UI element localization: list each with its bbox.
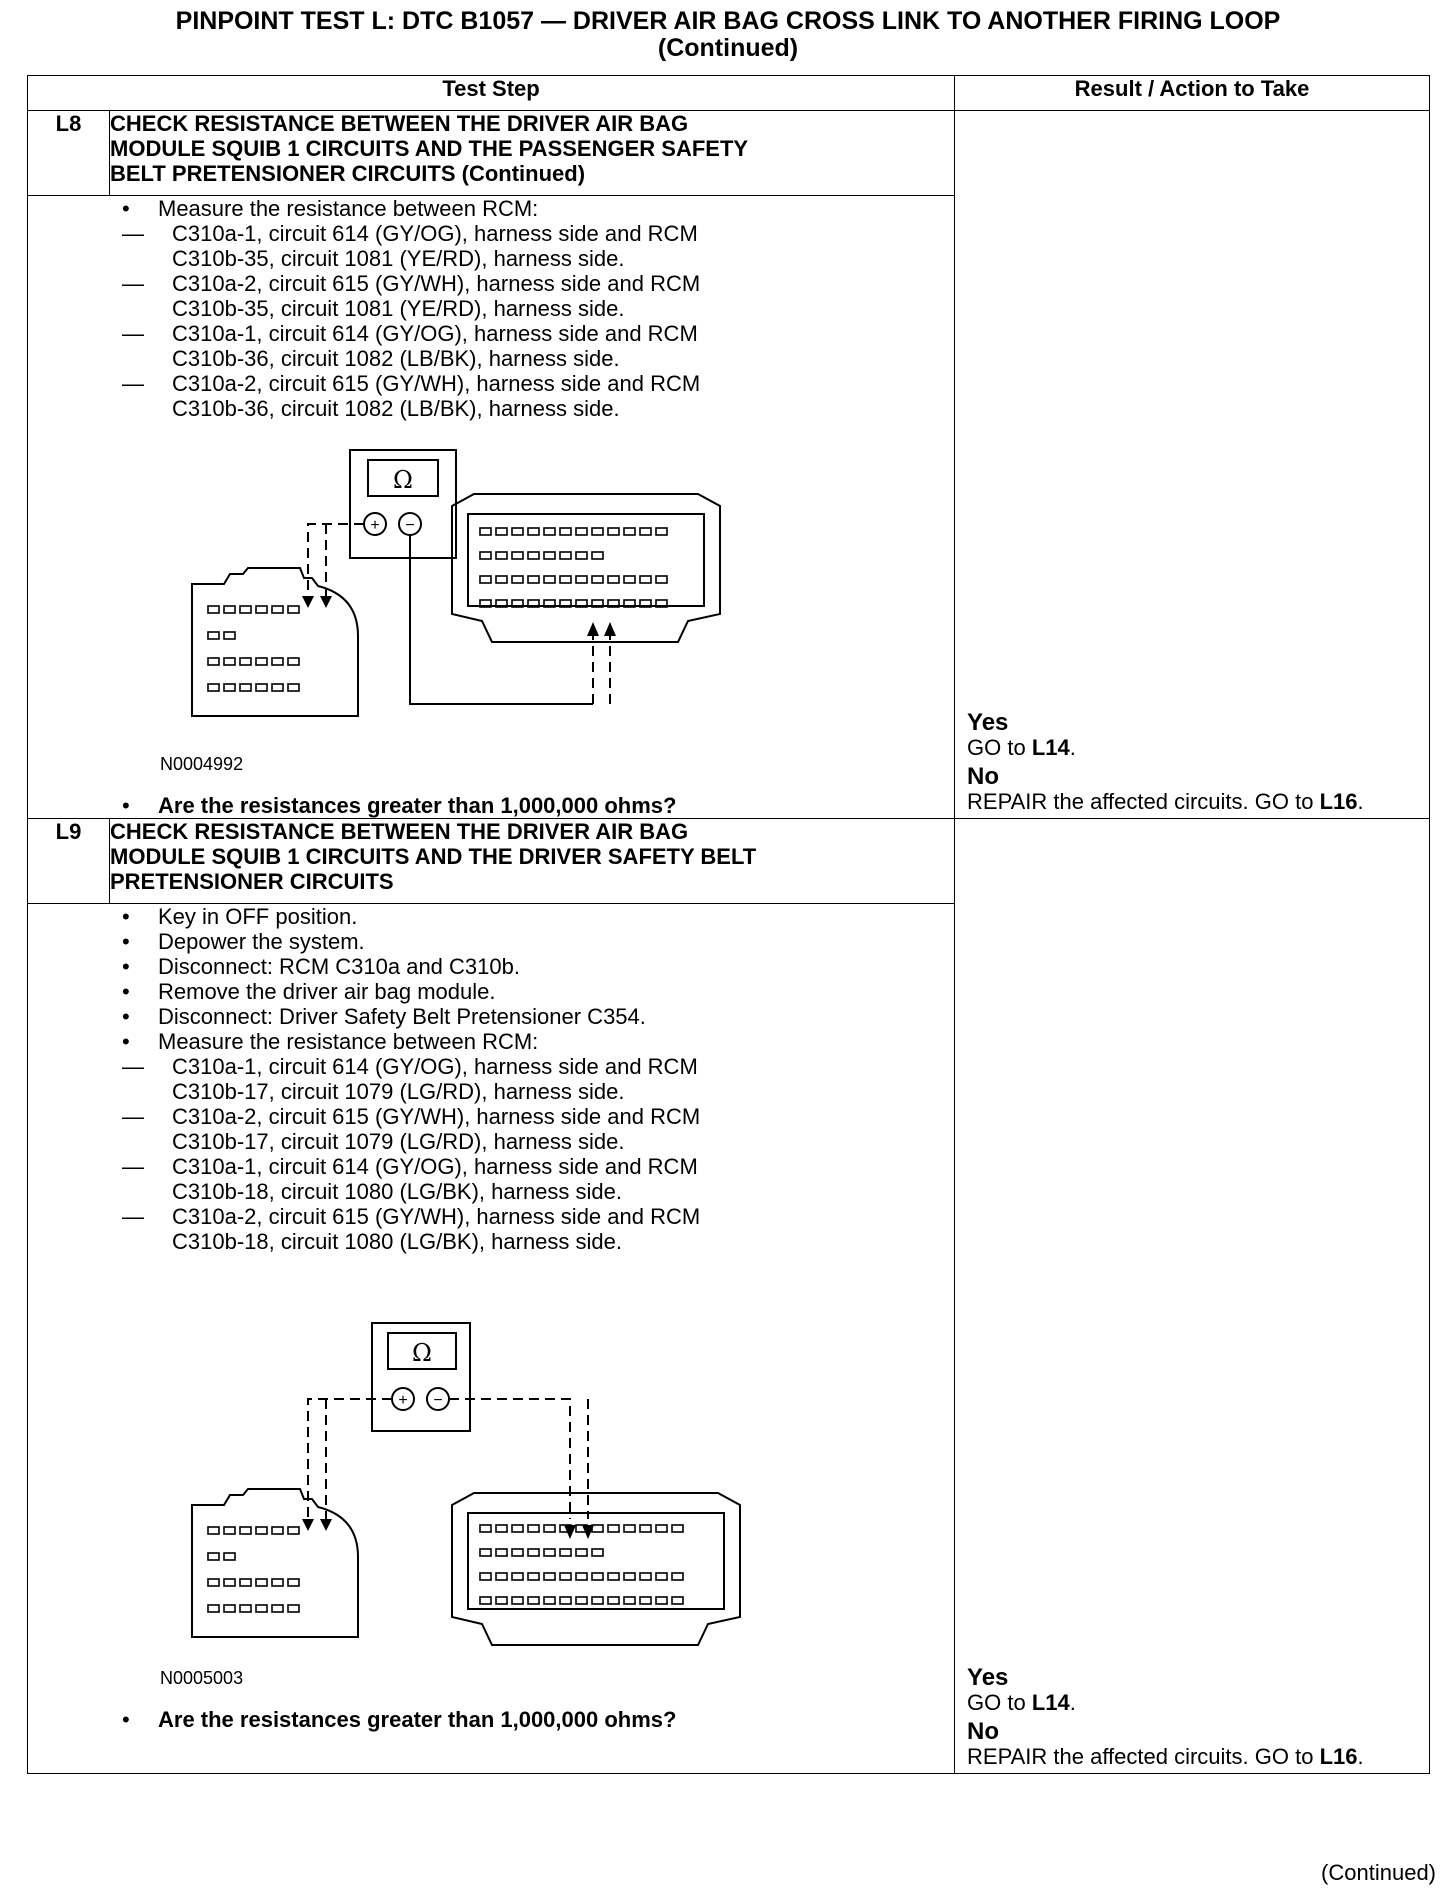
- step-title-l8: CHECK RESISTANCE BETWEEN THE DRIVER AIR …: [108, 110, 956, 196]
- no-label: No: [967, 1718, 1000, 1745]
- figure-id-l8: N0004992: [160, 754, 244, 774]
- no-action: REPAIR the affected circuits. GO to L16.: [967, 1744, 1364, 1769]
- instruction-item: •Key in OFF position.: [122, 904, 358, 929]
- step-body-l9: •Key in OFF position. •Depower the syste…: [26, 903, 956, 1774]
- question-list: •Are the resistances greater than 1,000,…: [122, 793, 954, 818]
- instruction-item: •Measure the resistance between RCM: —C3…: [122, 1029, 954, 1254]
- figure-id-l9: N0005003: [160, 1668, 244, 1688]
- question-item: •Are the resistances greater than 1,000,…: [122, 1707, 677, 1732]
- yes-action-text: GO to: [967, 1690, 1032, 1715]
- ohmmeter-diagram-l8: Ω + −: [191, 449, 721, 717]
- measurement-item: —C310a-1, circuit 614 (GY/OG), harness s…: [122, 221, 698, 271]
- no-action-text: REPAIR the affected circuits. GO to: [967, 789, 1320, 814]
- step-title-line: PRETENSIONER CIRCUITS: [110, 869, 394, 894]
- no-target-link[interactable]: L16: [1319, 1744, 1358, 1769]
- yes-action-text: GO to: [967, 735, 1032, 760]
- step-body-l8: •Measure the resistance between RCM: —C3…: [26, 195, 956, 819]
- ohm-symbol: Ω: [393, 466, 413, 494]
- yes-target-link[interactable]: L14: [1031, 735, 1070, 760]
- yes-label: Yes: [967, 1664, 1009, 1691]
- measurement-list: —C310a-1, circuit 614 (GY/OG), harness s…: [122, 1054, 954, 1254]
- title-line-2: (Continued): [657, 34, 799, 62]
- result-cell-l8: Yes GO to L14. No REPAIR the affected ci…: [954, 110, 1431, 819]
- pinpoint-test-table: Test Step Result / Action to Take L8 CHE…: [26, 75, 1431, 1774]
- measurement-item: —C310a-2, circuit 615 (GY/WH), harness s…: [122, 1104, 701, 1154]
- question-text: Are the resistances greater than 1,000,0…: [158, 1707, 677, 1732]
- measurement-item: —C310a-2, circuit 615 (GY/WH), harness s…: [122, 371, 701, 421]
- no-action: REPAIR the affected circuits. GO to L16.: [967, 789, 1364, 814]
- instruction-list: •Measure the resistance between RCM: —C3…: [122, 196, 954, 421]
- ohmmeter-diagram-l9: Ω + −: [191, 1322, 741, 1646]
- minus-terminal-label: −: [405, 517, 414, 534]
- step-title-l9: CHECK RESISTANCE BETWEEN THE DRIVER AIR …: [108, 818, 956, 904]
- page-title: PINPOINT TEST L: DTC B1057 — DRIVER AIR …: [0, 8, 1456, 62]
- continued-footer: (Continued): [1321, 1860, 1436, 1885]
- step-id-l9: L9: [27, 818, 110, 904]
- step-title-line: CHECK RESISTANCE BETWEEN THE DRIVER AIR …: [110, 111, 689, 136]
- step-title-line: MODULE SQUIB 1 CIRCUITS AND THE DRIVER S…: [110, 844, 757, 869]
- header-test-step: Test Step: [26, 75, 956, 111]
- instruction-text: Measure the resistance between RCM:: [158, 196, 539, 221]
- step-title-line: BELT PRETENSIONER CIRCUITS (Continued): [110, 161, 586, 186]
- minus-terminal-label: −: [433, 1392, 442, 1409]
- step-id-l8: L8: [27, 110, 110, 196]
- title-line-1: PINPOINT TEST L: DTC B1057 — DRIVER AIR …: [175, 7, 1281, 35]
- yes-action: GO to L14.: [967, 1690, 1076, 1715]
- question-item: •Are the resistances greater than 1,000,…: [122, 793, 677, 818]
- instruction-item: •Remove the driver air bag module.: [122, 979, 496, 1004]
- instruction-list: •Key in OFF position. •Depower the syste…: [122, 904, 954, 1254]
- result-actions-l8: Yes GO to L14. No REPAIR the affected ci…: [967, 710, 1364, 814]
- measurement-item: —C310a-2, circuit 615 (GY/WH), harness s…: [122, 1204, 701, 1254]
- step-title-line: MODULE SQUIB 1 CIRCUITS AND THE PASSENGE…: [110, 136, 749, 161]
- no-target-link[interactable]: L16: [1319, 789, 1358, 814]
- result-actions-l9: Yes GO to L14. No REPAIR the affected ci…: [967, 1665, 1364, 1769]
- header-result: Result / Action to Take: [954, 75, 1431, 111]
- instruction-item: •Depower the system.: [122, 929, 365, 954]
- step-title-line: CHECK RESISTANCE BETWEEN THE DRIVER AIR …: [110, 819, 689, 844]
- question-text: Are the resistances greater than 1,000,0…: [158, 793, 677, 818]
- measurement-item: —C310a-1, circuit 614 (GY/OG), harness s…: [122, 321, 698, 371]
- instruction-item: •Measure the resistance between RCM: —C3…: [122, 196, 954, 421]
- plus-terminal-label: +: [398, 1392, 407, 1409]
- yes-action: GO to L14.: [967, 735, 1076, 760]
- result-cell-l9: Yes GO to L14. No REPAIR the affected ci…: [954, 818, 1431, 1774]
- plus-terminal-label: +: [370, 517, 379, 534]
- measurement-item: —C310a-1, circuit 614 (GY/OG), harness s…: [122, 1154, 698, 1204]
- ohmmeter-body: [371, 1322, 471, 1432]
- no-action-text: REPAIR the affected circuits. GO to: [967, 1744, 1320, 1769]
- no-label: No: [967, 763, 1000, 790]
- question-list: •Are the resistances greater than 1,000,…: [122, 1707, 954, 1732]
- instruction-item: •Disconnect: Driver Safety Belt Pretensi…: [122, 1004, 646, 1029]
- yes-label: Yes: [967, 709, 1009, 736]
- instruction-item: •Disconnect: RCM C310a and C310b.: [122, 954, 520, 979]
- measurement-list: —C310a-1, circuit 614 (GY/OG), harness s…: [122, 221, 954, 421]
- measurement-item: —C310a-2, circuit 615 (GY/WH), harness s…: [122, 271, 701, 321]
- measurement-item: —C310a-1, circuit 614 (GY/OG), harness s…: [122, 1054, 698, 1104]
- yes-target-link[interactable]: L14: [1031, 1690, 1070, 1715]
- ohm-symbol: Ω: [412, 1339, 432, 1367]
